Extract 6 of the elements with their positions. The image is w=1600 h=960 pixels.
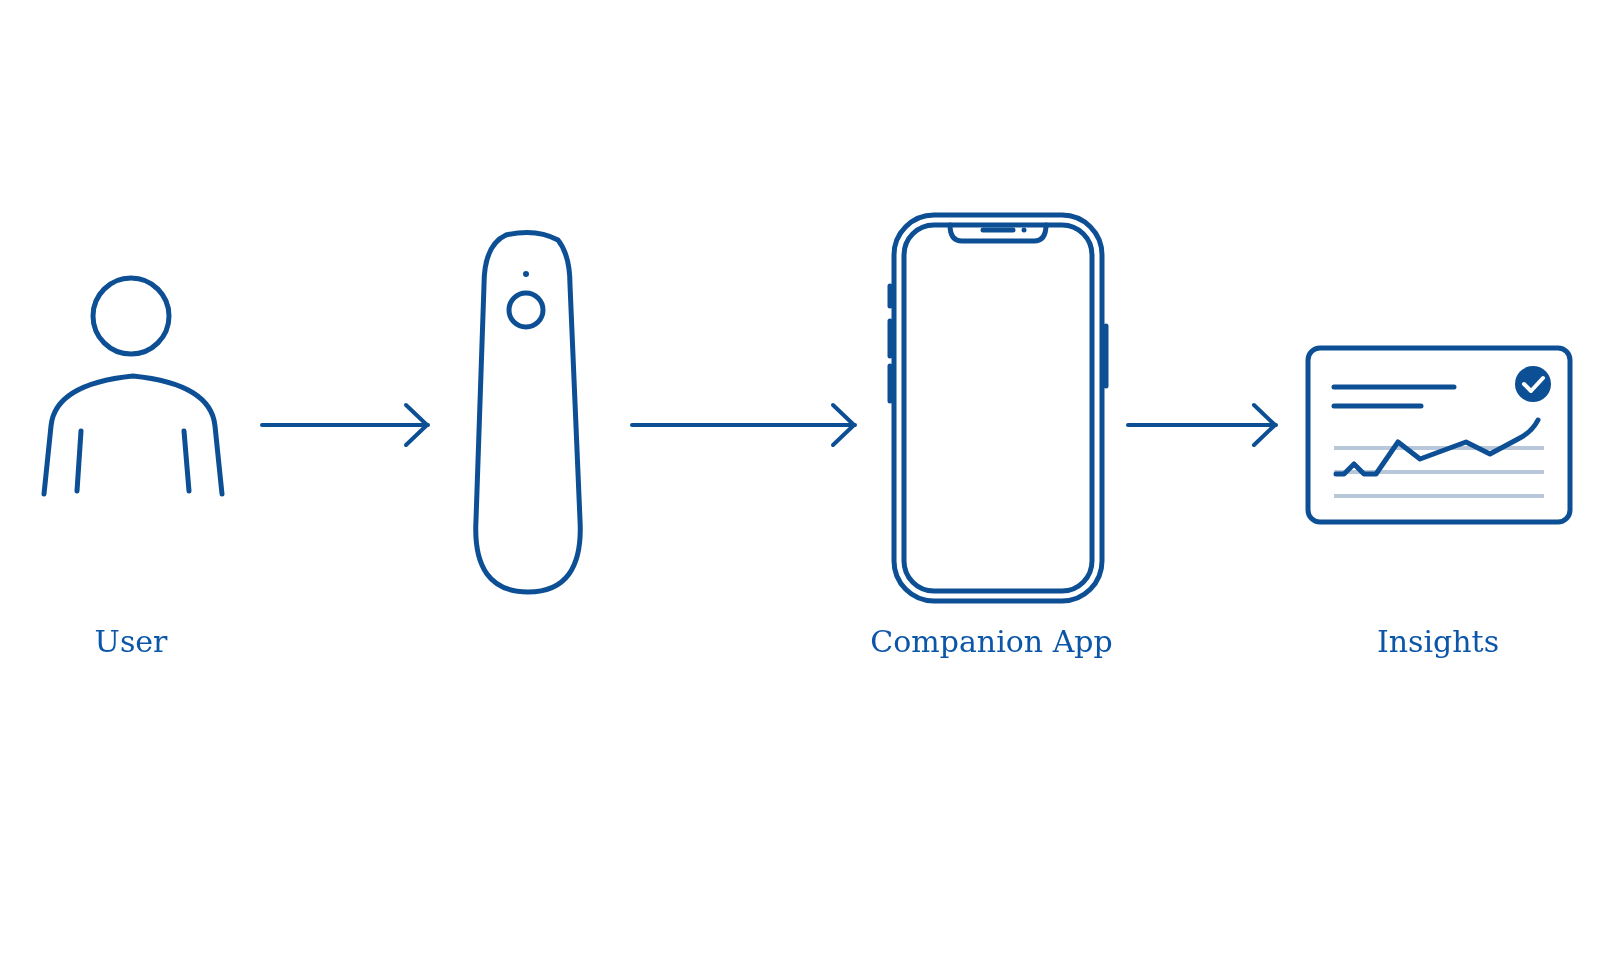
- arrow: [260, 403, 430, 447]
- arrow: [1126, 403, 1278, 447]
- arrow: [630, 403, 857, 447]
- node-label: User: [94, 624, 168, 659]
- node-label: Insights: [1376, 624, 1500, 659]
- node-label: Companion App: [870, 624, 1113, 659]
